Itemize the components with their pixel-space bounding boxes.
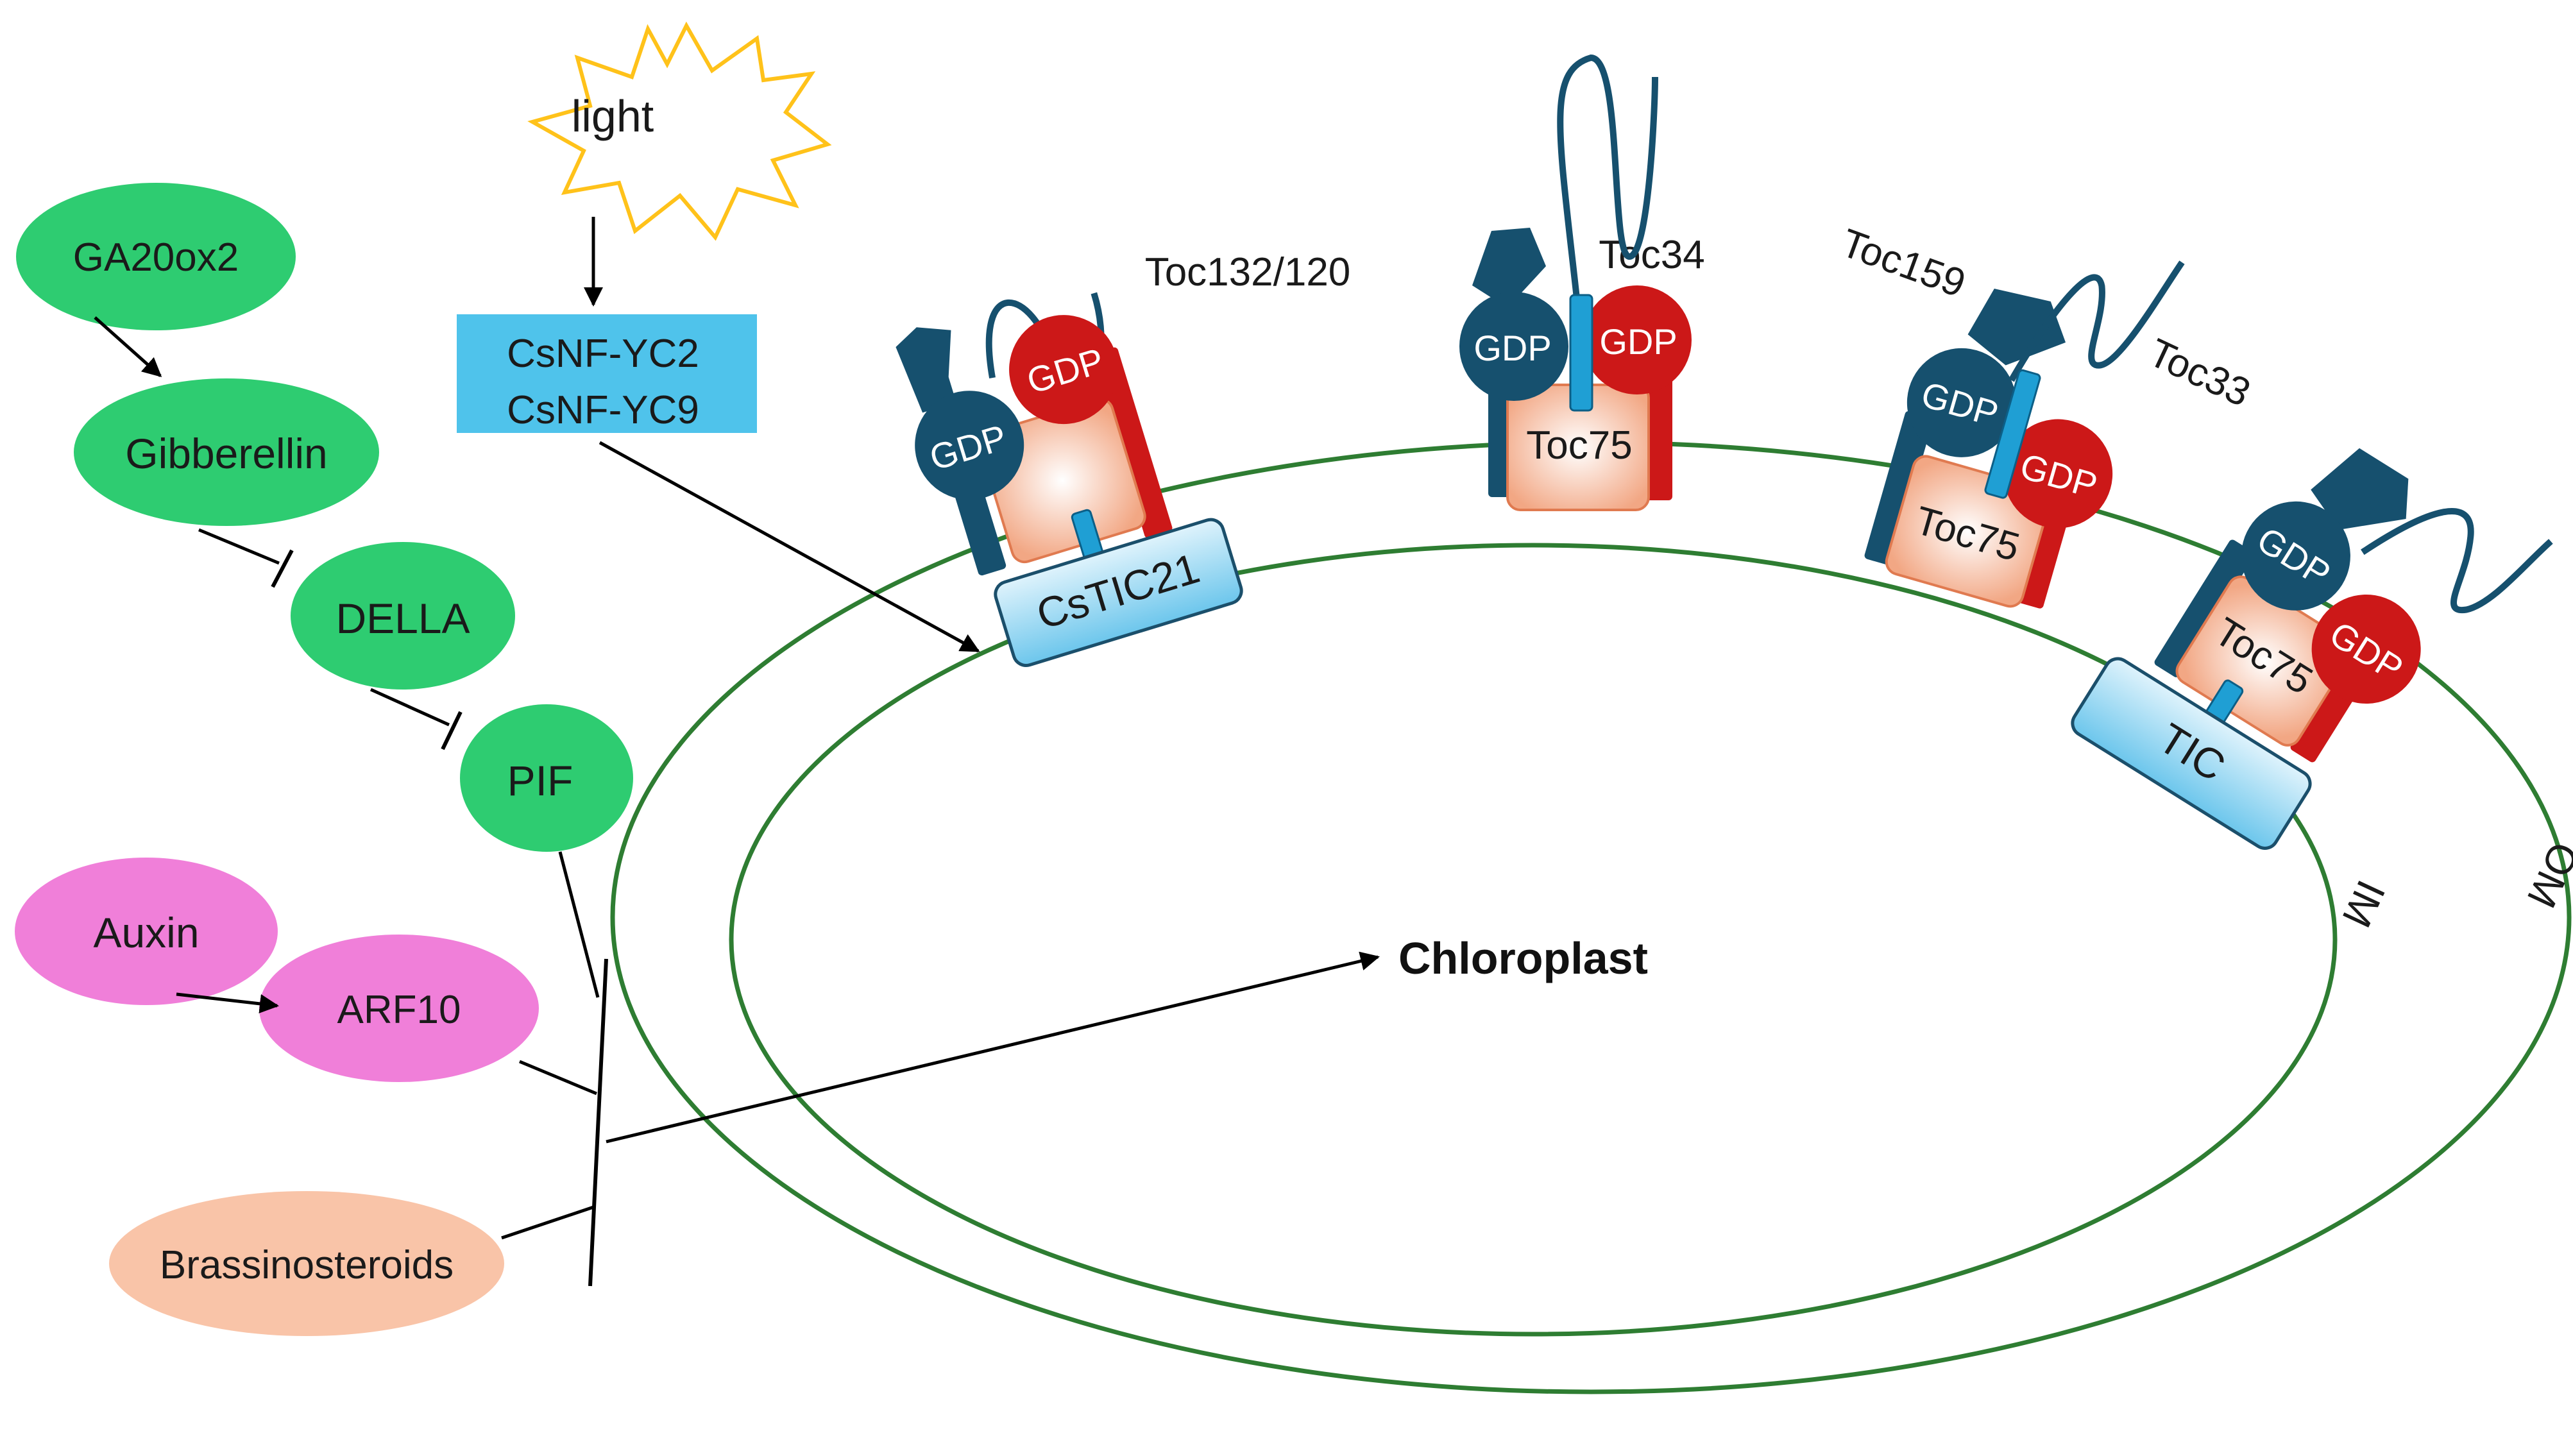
- edge-brassinosteroids-bar: [501, 1205, 594, 1240]
- c2-label-right: Toc34: [1599, 233, 1704, 277]
- c2-barrel-label: Toc75: [1526, 423, 1632, 468]
- della-label: DELLA: [335, 595, 470, 642]
- complex-toc132: GDP GDP Toc75: [1459, 54, 1692, 511]
- csnf-yc9-label: CsNF-YC9: [507, 388, 699, 432]
- arrow-to-chloroplast: [606, 951, 1380, 1144]
- node-brassinosteroids: Brassinosteroids: [109, 1191, 504, 1336]
- edge-pif-bar: [558, 851, 600, 998]
- inner-membrane: [729, 543, 2338, 1337]
- c2-gdp-blue: GDP: [1473, 328, 1551, 368]
- node-gibberellin: Gibberellin: [74, 378, 379, 526]
- light-burst: light: [527, 21, 832, 241]
- c3-label-left: Toc159: [1835, 221, 1971, 306]
- node-della: DELLA: [291, 542, 515, 690]
- csnf-yc2-label: CsNF-YC2: [507, 332, 699, 376]
- inhibit-bar-chloroplast: [588, 958, 608, 1287]
- node-pif: PIF: [460, 704, 633, 852]
- complex-tic: GDP GDP Toc75 TIC: [2071, 448, 2553, 850]
- c3-label-right: Toc33: [2142, 330, 2257, 415]
- node-arf10: ARF10: [259, 935, 539, 1082]
- edge-arf10-bar: [519, 1060, 597, 1096]
- complex-toc159: GDP GDP Toc75: [1864, 260, 2185, 609]
- c2-label-left: Toc132/120: [1145, 250, 1351, 294]
- im-label: IM: [2333, 874, 2394, 935]
- ga20ox2-label: GA20ox2: [73, 235, 239, 280]
- om-label: OM: [2518, 835, 2573, 915]
- complex-cstic21: GDP GDP CsTIC21: [896, 292, 1243, 667]
- pif-label: PIF: [507, 757, 573, 804]
- arrow-ga20ox2-gibberellin: [94, 316, 162, 377]
- brassinosteroids-label: Brassinosteroids: [160, 1243, 454, 1287]
- arrow-csnf-cstic21: [599, 441, 980, 653]
- inhibit-bar-pif: [441, 711, 463, 750]
- arf10-label: ARF10: [337, 988, 461, 1032]
- inhibit-bar-della: [271, 549, 294, 588]
- node-ga20ox2: GA20ox2: [16, 183, 296, 330]
- node-auxin: Auxin: [15, 858, 278, 1005]
- c2-gdp-red: GDP: [1599, 321, 1677, 362]
- inhibit-della-pif: [369, 688, 450, 727]
- light-label: light: [572, 91, 654, 141]
- gibberellin-label: Gibberellin: [125, 430, 328, 477]
- arrow-auxin-arf10: [176, 992, 279, 1013]
- auxin-label: Auxin: [93, 909, 199, 956]
- inhibit-gibberellin-della: [198, 528, 280, 565]
- csnf-yc-box: CsNF-YC2 CsNF-YC9: [457, 314, 757, 433]
- chloroplast-label: Chloroplast: [1398, 933, 1648, 983]
